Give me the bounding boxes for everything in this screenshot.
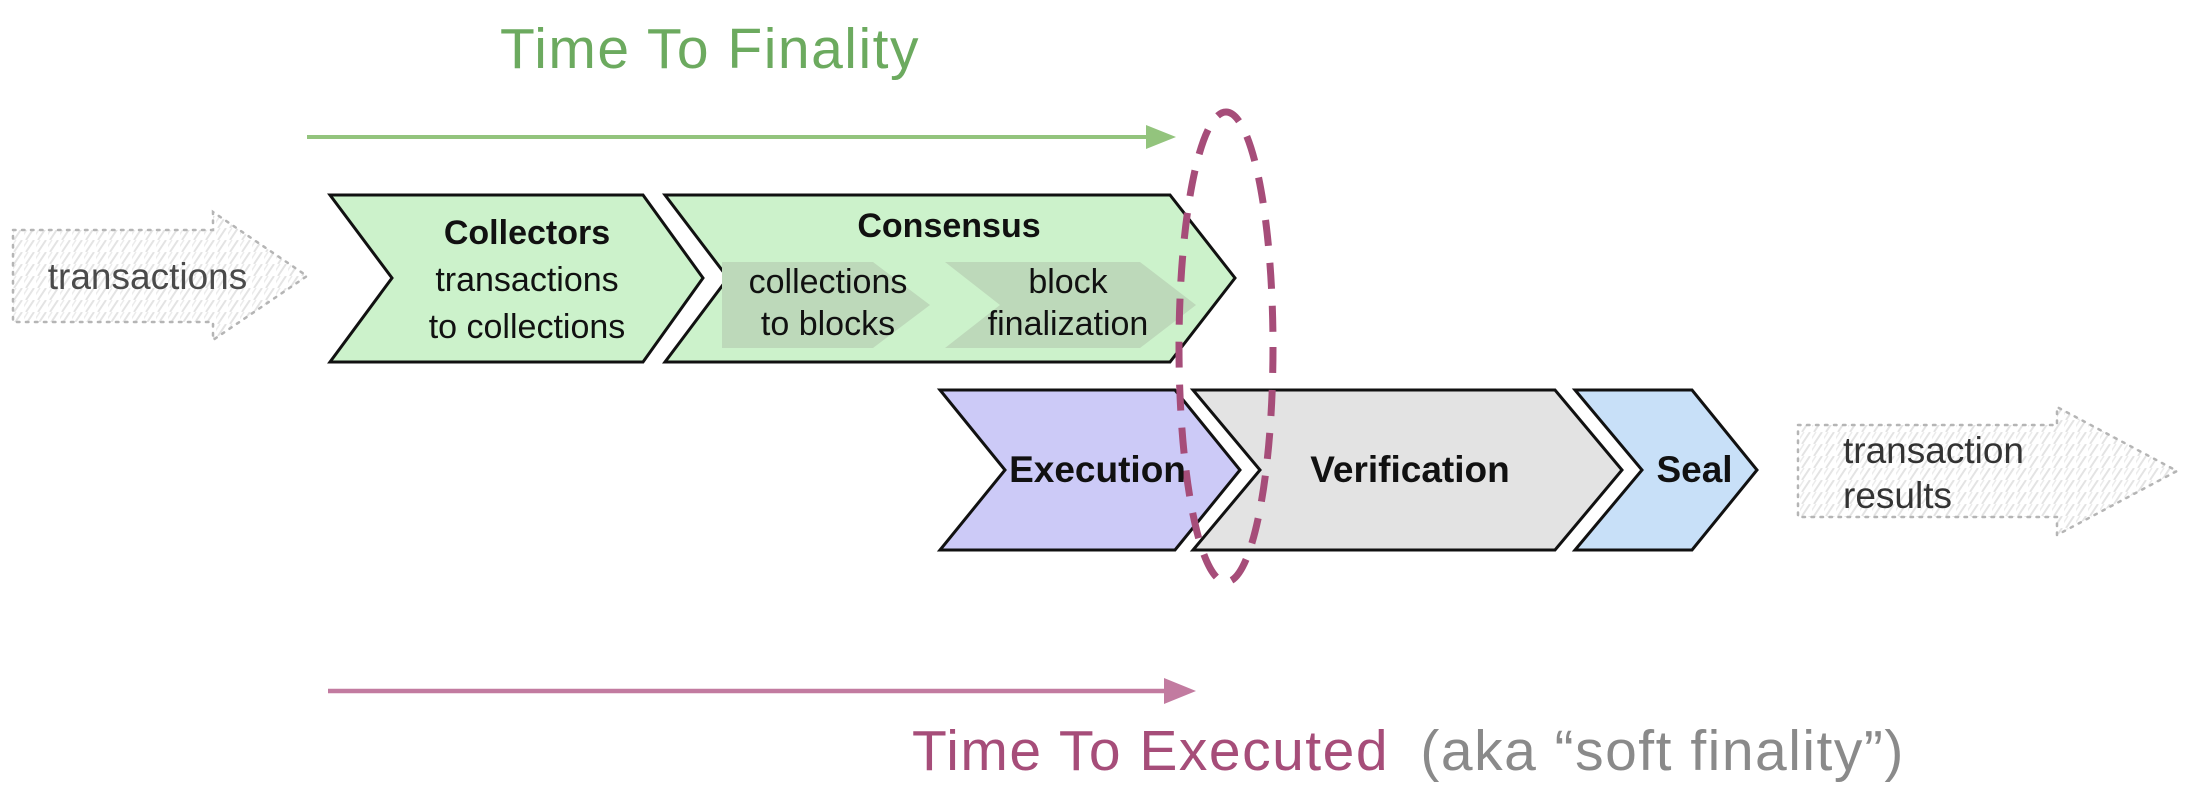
consensus-title-label: Consensus — [728, 204, 1170, 248]
consensus-sub-chevron-collections-to-blocks — [722, 262, 930, 348]
time-to-finality-arrowhead — [1146, 125, 1176, 149]
sub1-line1: collections — [748, 263, 908, 301]
collectors-chevron — [327, 193, 705, 364]
soft-finality-subtitle: (aka “soft finality”) — [1420, 719, 1905, 783]
verification-label: Verification — [1310, 449, 1510, 490]
transactions-input-arrow-shape — [11, 209, 310, 343]
transactions-input-label: transactions — [47, 255, 248, 297]
time-to-executed-title: Time To Executed (aka “soft finality”) — [912, 718, 1905, 784]
time-to-executed-arrowhead — [1164, 678, 1196, 704]
collectors-label: Collectors transactions to collections — [392, 206, 662, 354]
results-line1: transaction — [1843, 430, 2024, 471]
soft-finality-ellipse — [1175, 108, 1277, 586]
seal-label: Seal — [1656, 449, 1733, 490]
time-to-executed-text: Time To Executed — [912, 719, 1390, 783]
transaction-results-label: transaction results — [1843, 428, 2058, 518]
sub2-line1: block — [1028, 263, 1108, 301]
transaction-results-arrow-shape — [1796, 404, 2180, 538]
consensus-sub-chevron-block-finalization — [945, 262, 1196, 348]
execution-chevron — [936, 388, 1242, 552]
execution-label: Execution — [1009, 449, 1186, 490]
sub1-line2: to blocks — [760, 305, 896, 343]
time-to-finality-title: Time To Finality — [500, 17, 920, 81]
sub2-line2: finalization — [987, 305, 1149, 343]
collectors-line2: to collections — [428, 307, 626, 346]
seal-chevron — [1571, 388, 1759, 552]
consensus-title: Consensus — [857, 206, 1041, 245]
results-line2: results — [1843, 475, 1952, 516]
collectors-title: Collectors — [443, 213, 611, 252]
collectors-line1: transactions — [435, 260, 619, 299]
block-finalization-label: block finalization — [948, 258, 1188, 348]
collections-to-blocks-label: collections to blocks — [722, 258, 934, 348]
verification-chevron — [1189, 388, 1624, 552]
